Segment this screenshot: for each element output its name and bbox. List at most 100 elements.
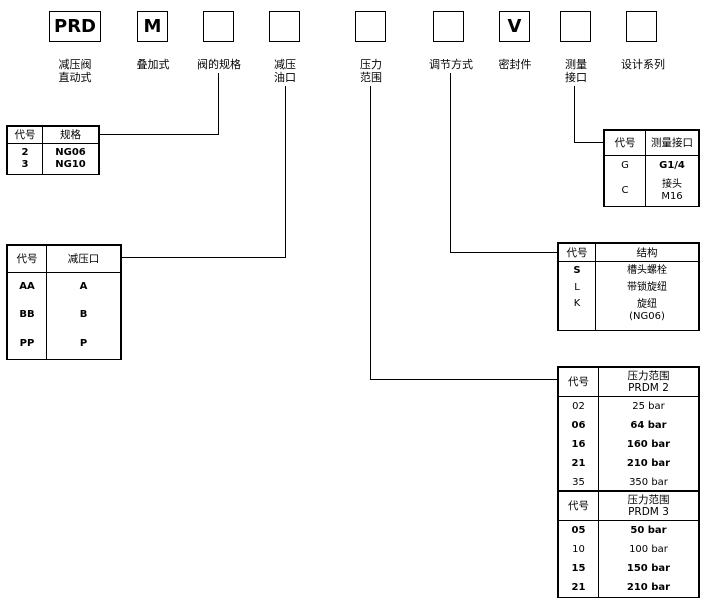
- code-box-port: [269, 11, 300, 42]
- connector-measure-horizontal: [574, 142, 604, 143]
- size-value-ng10: NG10: [42, 159, 99, 174]
- label-adjust: 调节方式: [429, 58, 473, 71]
- measure-value-g14: G1/4: [645, 155, 699, 176]
- measure-table: 代号 测量接口 G G1/4 C 接头 M16: [603, 129, 700, 207]
- pressure2-code-21: 21: [558, 454, 599, 473]
- measure-code-c: C: [604, 176, 646, 206]
- code-box-series: [626, 11, 657, 42]
- label-port: 减压 油口: [274, 58, 296, 84]
- code-box-type: PRD: [49, 11, 101, 42]
- table-row: BB B: [7, 301, 121, 329]
- code-box-type-text: PRD: [54, 16, 96, 37]
- port-value-b: B: [46, 301, 121, 329]
- pressure2-code-16: 16: [558, 435, 599, 454]
- table-row: 06 64 bar: [558, 416, 699, 435]
- label-seal: 密封件: [498, 58, 532, 71]
- label-measure: 测量 接口: [565, 58, 587, 84]
- connector-adjust-horizontal: [450, 252, 558, 253]
- adjust-value-slotted-screw: 槽头螺栓: [595, 261, 699, 279]
- code-box-size: [203, 11, 234, 42]
- size-value-ng06: NG06: [42, 143, 99, 159]
- port-table: 代号 减压口 AA A BB B PP P: [6, 244, 122, 360]
- pressure2-value-160: 160 bar: [598, 435, 699, 454]
- pressure3-code-10: 10: [558, 540, 599, 559]
- label-mount: 叠加式: [136, 58, 170, 71]
- table-row: G G1/4: [604, 155, 699, 176]
- code-box-seal: V: [499, 11, 530, 42]
- pressure2-value-25: 25 bar: [598, 396, 699, 416]
- label-type: 减压阀 直动式: [58, 58, 92, 84]
- port-table-header-port: 减压口: [46, 245, 121, 273]
- adjust-table-header-code: 代号: [558, 243, 596, 262]
- table-row: L 带锁旋纽: [558, 279, 699, 296]
- pressure3-header-code: 代号: [558, 491, 599, 521]
- table-row: 3 NG10: [7, 159, 99, 174]
- pressure-table-prdm3: 代号 压力范围 PRDM 3 05 50 bar 10 100 bar 15 1…: [557, 490, 700, 598]
- connector-pressure-horizontal: [370, 379, 558, 380]
- connector-pressure-vertical: [370, 86, 371, 380]
- code-box-seal-text: V: [507, 16, 522, 37]
- measure-table-header-code: 代号: [604, 130, 646, 156]
- measure-code-g: G: [604, 155, 646, 176]
- adjust-table: 代号 结构 S 槽头螺栓 L 带锁旋纽 K 旋纽 (NG06): [557, 242, 700, 331]
- connector-size-horizontal: [99, 134, 219, 135]
- pressure3-value-210: 210 bar: [598, 578, 699, 597]
- table-row: 2 NG06: [7, 143, 99, 159]
- table-row: 05 50 bar: [558, 520, 699, 540]
- pressure2-value-350: 350 bar: [598, 473, 699, 492]
- pressure2-header-range: 压力范围 PRDM 2: [598, 367, 699, 397]
- pressure3-value-100: 100 bar: [598, 540, 699, 559]
- size-code-2: 2: [7, 143, 43, 159]
- pressure2-code-06: 06: [558, 416, 599, 435]
- size-table-header-code: 代号: [7, 126, 43, 144]
- table-row: 35 350 bar: [558, 473, 699, 492]
- size-table: 代号 规格 2 NG06 3 NG10: [6, 125, 100, 175]
- table-row: AA A: [7, 272, 121, 301]
- code-box-mount: M: [137, 11, 168, 42]
- code-box-measure: [560, 11, 591, 42]
- table-row: 21 210 bar: [558, 454, 699, 473]
- label-pressure: 压力 范围: [360, 58, 382, 84]
- adjust-value-lock-knob: 带锁旋纽: [595, 279, 699, 296]
- pressure-table-prdm2: 代号 压力范围 PRDM 2 02 25 bar 06 64 bar 16 16…: [557, 366, 700, 493]
- table-row: K 旋纽 (NG06): [558, 296, 699, 330]
- port-code-bb: BB: [7, 301, 47, 329]
- port-value-a: A: [46, 272, 121, 301]
- pressure2-code-35: 35: [558, 473, 599, 492]
- adjust-code-l: L: [558, 279, 596, 296]
- pressure2-header-code: 代号: [558, 367, 599, 397]
- label-series: 设计系列: [621, 58, 665, 71]
- size-table-header-size: 规格: [42, 126, 99, 144]
- table-row: S 槽头螺栓: [558, 261, 699, 279]
- table-row: PP P: [7, 329, 121, 359]
- connector-measure-vertical: [574, 86, 575, 143]
- adjust-code-s: S: [558, 261, 596, 279]
- connector-adjust-vertical: [450, 73, 451, 253]
- table-row: C 接头 M16: [604, 176, 699, 206]
- port-table-header-code: 代号: [7, 245, 47, 273]
- code-box-pressure: [355, 11, 386, 42]
- pressure2-code-02: 02: [558, 396, 599, 416]
- pressure3-code-15: 15: [558, 559, 599, 578]
- adjust-code-k: K: [558, 296, 596, 330]
- pressure3-header-range: 压力范围 PRDM 3: [598, 491, 699, 521]
- connector-port-vertical: [285, 86, 286, 258]
- pressure2-value-64: 64 bar: [598, 416, 699, 435]
- pressure3-value-150: 150 bar: [598, 559, 699, 578]
- port-code-aa: AA: [7, 272, 47, 301]
- pressure3-value-50: 50 bar: [598, 520, 699, 540]
- measure-table-header-interface: 测量接口: [645, 130, 699, 156]
- adjust-value-knob: 旋纽 (NG06): [595, 296, 699, 330]
- pressure3-code-21: 21: [558, 578, 599, 597]
- connector-size-vertical: [218, 73, 219, 135]
- adjust-table-header-structure: 结构: [595, 243, 699, 262]
- pressure2-value-210: 210 bar: [598, 454, 699, 473]
- code-box-mount-text: M: [143, 16, 162, 37]
- size-code-3: 3: [7, 159, 43, 174]
- table-row: 15 150 bar: [558, 559, 699, 578]
- table-row: 21 210 bar: [558, 578, 699, 597]
- port-code-pp: PP: [7, 329, 47, 359]
- table-row: 16 160 bar: [558, 435, 699, 454]
- label-size: 阀的规格: [197, 58, 241, 71]
- table-row: 10 100 bar: [558, 540, 699, 559]
